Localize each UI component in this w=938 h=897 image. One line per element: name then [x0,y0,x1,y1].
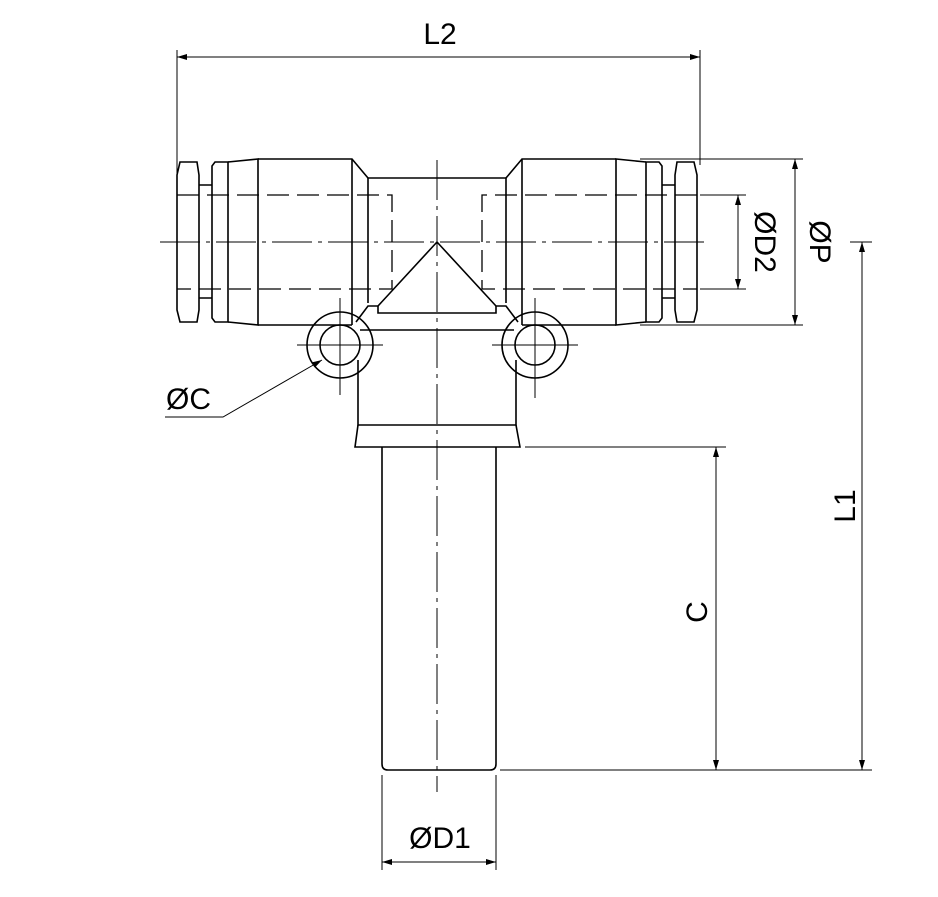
left-push-in-fitting [176,158,369,326]
label-hole-C: ØC [166,383,211,416]
mounting-hole-right [492,298,578,398]
label-C: C [681,601,714,623]
dimension-L2: L2 [176,18,701,175]
mounting-hole-left [297,298,383,395]
dimension-D2: ØD2 [700,194,781,290]
dimension-D1: ØD1 [381,775,497,870]
label-D1: ØD1 [409,822,471,855]
dimension-P: ØP [640,158,836,326]
label-D2: ØD2 [748,211,781,273]
dimension-L1: L1 [500,241,872,771]
label-P: ØP [803,220,836,263]
label-L1: L1 [829,489,862,522]
label-L2: L2 [423,18,456,51]
dimension-C: C [525,446,726,770]
dimension-hole-C: ØC [165,359,323,418]
